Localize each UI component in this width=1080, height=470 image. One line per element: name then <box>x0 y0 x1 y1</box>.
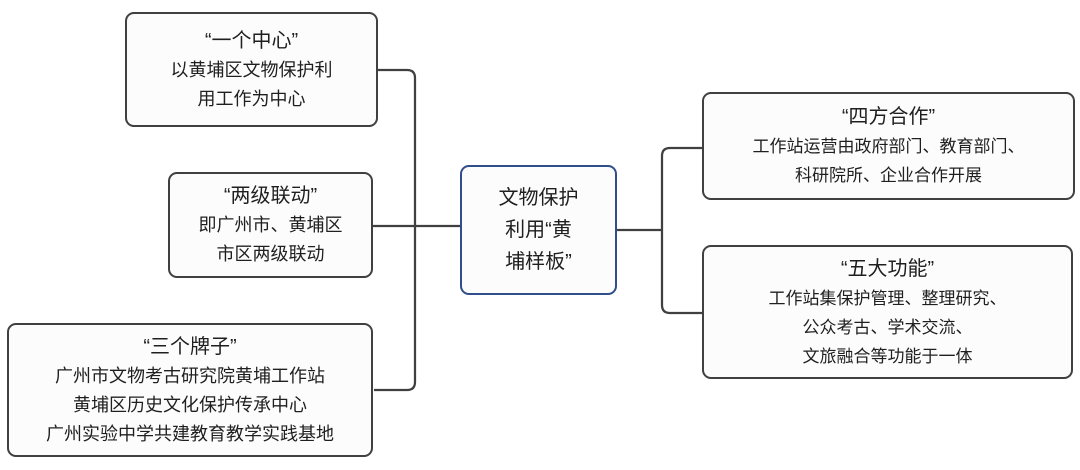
node-four-coop-body: 工作站运营由政府部门、教育部门、 科研院所、企业合作开展 <box>752 137 1025 185</box>
node-two-level-linkage: “两级联动” 即广州市、黄埔区 市区两级联动 <box>168 172 373 278</box>
left-bracket-line <box>374 68 417 392</box>
node-one-center-title: “一个中心” <box>204 29 299 52</box>
node-one-center-body: 以黄埔区文物保护利 用工作为中心 <box>170 59 333 109</box>
node-five-func-title: “五大功能” <box>840 257 935 280</box>
right-bracket-line <box>660 146 702 315</box>
node-four-coop-title: “四方合作” <box>841 106 936 128</box>
center-node: 文物保护 利用“黄 埔样板” <box>460 165 617 295</box>
node-three-brands-title: “三个牌子” <box>143 335 237 358</box>
node-two-level-body: 即广州市、黄埔区 市区两级联动 <box>198 215 343 264</box>
node-four-party-cooperation: “四方合作” 工作站运营由政府部门、教育部门、 科研院所、企业合作开展 <box>702 92 1075 200</box>
node-five-func-body: 工作站集保护管理、整理研究、 公众考古、学术交流、 文旅融合等功能于一体 <box>768 288 1007 366</box>
node-five-functions: “五大功能” 工作站集保护管理、整理研究、 公众考古、学术交流、 文旅融合等功能… <box>702 245 1073 379</box>
node-one-center: “一个中心” 以黄埔区文物保护利 用工作为中心 <box>125 12 378 127</box>
node-three-brands: “三个牌子” 广州市文物考古研究院黄埔工作站 黄埔区历史文化保护传承中心 广州实… <box>7 323 373 457</box>
node-two-level-title: “两级联动” <box>223 185 318 207</box>
node-three-brands-body: 广州市文物考古研究院黄埔工作站 黄埔区历史文化保护传承中心 广州实验中学共建教育… <box>46 365 334 444</box>
